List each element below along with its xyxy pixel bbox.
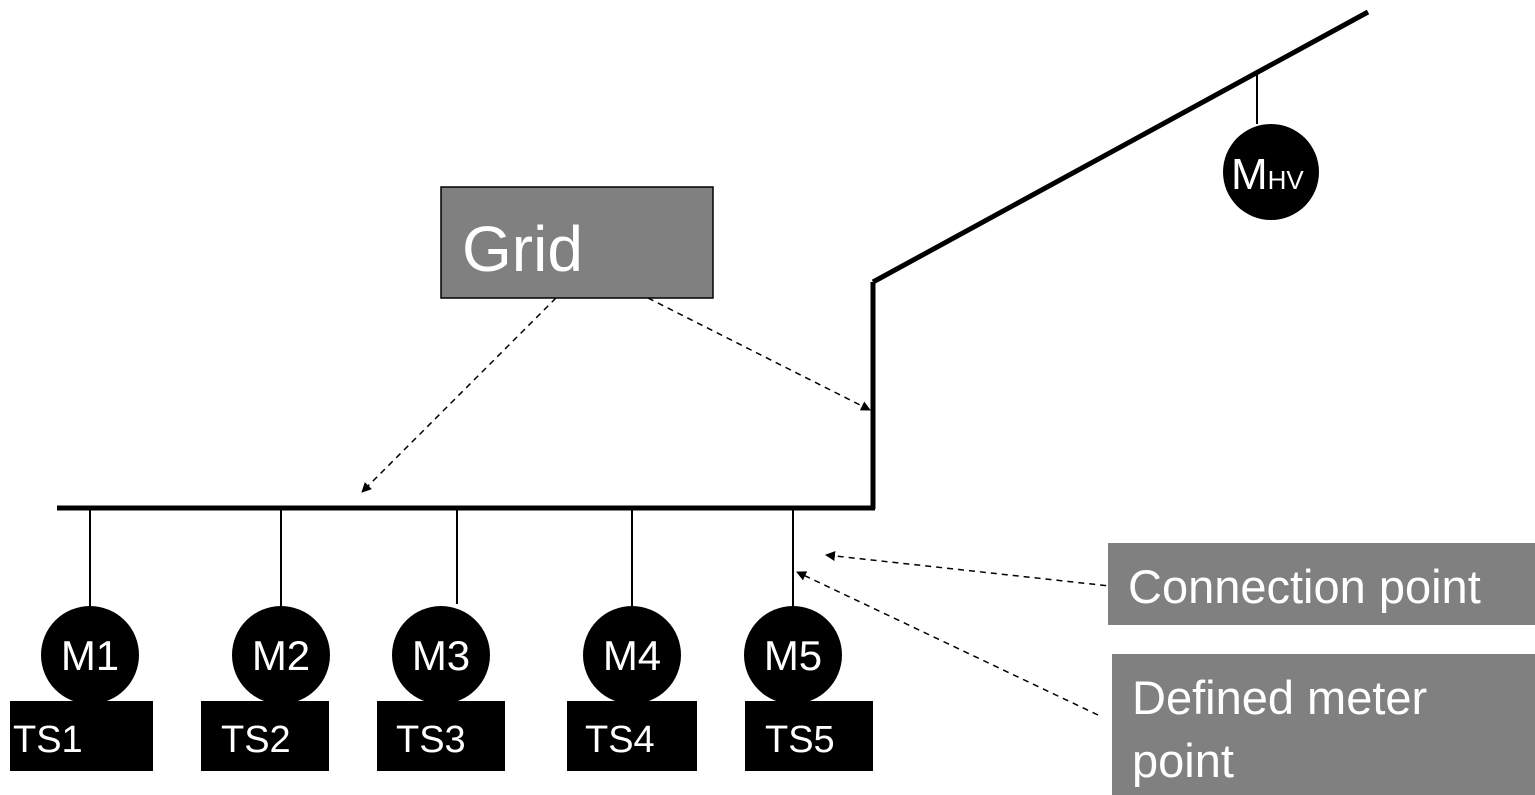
svg-text:MHV: MHV [1231, 150, 1304, 199]
meter-label: M2 [252, 632, 310, 679]
ts-label: TS3 [396, 719, 466, 761]
connection-point-arrow [825, 551, 1129, 589]
meter-label: M5 [764, 632, 822, 679]
meter-m2: M2 [232, 606, 330, 704]
ts-box-4: TS4 [567, 701, 697, 771]
meter-label: M4 [603, 632, 661, 679]
ts-label: TS4 [585, 719, 655, 761]
connection-point-box: Connection point [1108, 543, 1535, 625]
meter-label: M3 [412, 632, 470, 679]
meter-hv-main: M [1231, 150, 1268, 199]
meter-m5: M5 [744, 606, 842, 704]
ts-label: TS1 [13, 719, 83, 761]
svg-text:Defined meter point: Defined meter point [1132, 671, 1440, 787]
grid-to-connector-arrow [647, 297, 871, 411]
ts-label: TS2 [221, 719, 291, 761]
meter-m4: M4 [583, 606, 681, 704]
meter-label: M1 [61, 632, 119, 679]
ts-label: TS5 [765, 719, 835, 761]
connection-point-label: Connection point [1128, 560, 1481, 613]
defined-meter-point-line2: point [1132, 734, 1234, 787]
ts-box-5: TS5 [745, 701, 873, 771]
ts-box-3: TS3 [377, 701, 505, 771]
grid-label: Grid [462, 213, 583, 285]
defined-meter-point-box: Defined meter point [1112, 654, 1535, 795]
meter-hv: MHV [1223, 124, 1319, 220]
ts-box-2: TS2 [201, 701, 329, 771]
hv-line [871, 9, 1370, 285]
meter-m1: M1 [41, 606, 139, 704]
meter-hv-sub: HV [1268, 165, 1305, 195]
defined-meter-point-line1: Defined meter [1132, 671, 1427, 724]
grid-to-bus-arrow [361, 297, 557, 493]
defined-meter-point-arrow [796, 571, 1099, 716]
meter-m3: M3 [392, 606, 490, 704]
grid-box: Grid [440, 186, 714, 299]
ts-box-1: TS1 [10, 701, 153, 771]
